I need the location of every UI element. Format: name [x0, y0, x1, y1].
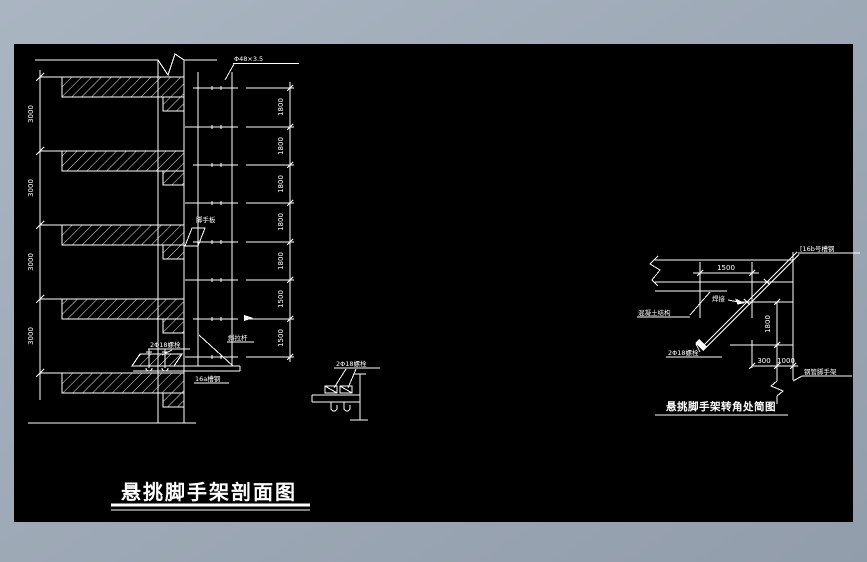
corner-channel-label: [16b号槽钢 [800, 244, 835, 253]
edge-beam [162, 170, 185, 186]
channel-size-label: 16a槽钢 [195, 374, 221, 383]
bolt-detail: 2Φ18螺栓 [311, 359, 380, 421]
floor-dim-label: 3000 [27, 327, 35, 345]
roof-break-line [35, 53, 217, 77]
floor-slab [61, 372, 185, 394]
scaffold-posts [197, 72, 233, 366]
drawing-canvas[interactable] [14, 44, 853, 522]
dim-1800-label: 1800 [764, 315, 772, 333]
weld-label: 焊接 [712, 294, 726, 303]
anchor-block [131, 353, 183, 367]
lift-dim-label: 1500 [277, 329, 285, 347]
diagonal-tie [703, 251, 800, 348]
edge-beam [162, 96, 185, 112]
corner-post-break [770, 380, 784, 397]
lift-dim-label: 1500 [277, 290, 285, 308]
washer-hatch [324, 385, 353, 394]
dim-300-label: 300 [757, 357, 770, 365]
scaffold-plank [184, 227, 206, 247]
drawing-title-block: 悬挑脚手架剖面图 [111, 480, 310, 511]
corner-detail-title: 悬挑脚手架转角处简图 [665, 400, 776, 413]
bolt-detail-leaders [333, 368, 357, 389]
plank-label: 脚手板 [196, 215, 216, 224]
dim-1800-ticks [773, 298, 781, 349]
diagonal-label: 斜拉杆 [228, 333, 248, 342]
corner-detail: 混凝土结构 1500 2Φ18螺栓 焊接 1800 300 1000 [16b号… [637, 244, 860, 416]
lift-dim-label: 1800 [277, 213, 285, 231]
left-dim-ticks [35, 72, 45, 378]
dim-1500-ticks [696, 269, 756, 277]
dim-1500-lines [693, 262, 759, 318]
corner-scaffold-label: 钢管脚手架 [804, 367, 837, 376]
bolt-washer [339, 385, 353, 394]
slab-break-mark [649, 255, 661, 287]
floor-slab [61, 150, 185, 172]
edge-beam [162, 318, 185, 334]
scaffold: Φ48×3.5 脚手板 1800 1800 1800 1800 1800 150… [184, 55, 299, 366]
floor-dim-label: 3000 [27, 105, 35, 123]
tube-label-leader [224, 63, 235, 81]
dim-bottom-lines [751, 340, 798, 368]
drawing-title: 悬挑脚手架剖面图 [121, 480, 297, 504]
bolt-washer [324, 385, 338, 394]
lift-dim-label: 1800 [277, 137, 285, 155]
lift-dim-ticks [286, 84, 294, 361]
floor-slab [61, 224, 185, 246]
channel-web-line [350, 373, 368, 421]
concrete-label: 混凝土结构 [638, 308, 671, 317]
anchor-u-bolts [145, 349, 169, 372]
bolt-hooks [330, 402, 351, 412]
lift-dim-label: 1800 [277, 175, 285, 193]
floor-dim-label: 3000 [27, 179, 35, 197]
lift-dim-label: 1800 [277, 252, 285, 270]
lift-dim-extensions [246, 87, 294, 358]
bolt-detail-label: 2Φ18螺栓 [336, 359, 367, 368]
anchor-bolt-label: 2Φ18螺栓 [150, 340, 181, 349]
anchor-bolt-label-leader [148, 348, 190, 356]
cantilever-beam-assembly: 2Φ18螺栓 斜拉杆 16a槽钢 [131, 333, 254, 384]
tie-anchor-plate [695, 339, 707, 351]
edge-beam [162, 392, 185, 408]
corner-scaffold-leader [792, 375, 852, 382]
channel-flange-lines [311, 394, 360, 403]
tube-size-label: Φ48×3.5 [234, 55, 263, 63]
transom-ticks [211, 86, 222, 359]
dim-1500-label: 1500 [717, 264, 735, 272]
dim-1000-label: 1000 [777, 357, 795, 365]
edge-beam [162, 244, 185, 260]
diagonal-brace [198, 334, 234, 367]
left-dim-extensions [40, 76, 62, 374]
floor-dim-label: 3000 [27, 253, 35, 271]
lift-dim-label: 1800 [277, 98, 285, 116]
floor-slab [61, 76, 185, 98]
floor-slab [61, 298, 185, 320]
corner-bolt-label: 2Φ18螺栓 [668, 348, 699, 357]
slab-edge-lines [655, 259, 793, 292]
corner-bolt-leader [666, 343, 722, 358]
building-section: 3000 3000 3000 3000 [27, 53, 217, 424]
